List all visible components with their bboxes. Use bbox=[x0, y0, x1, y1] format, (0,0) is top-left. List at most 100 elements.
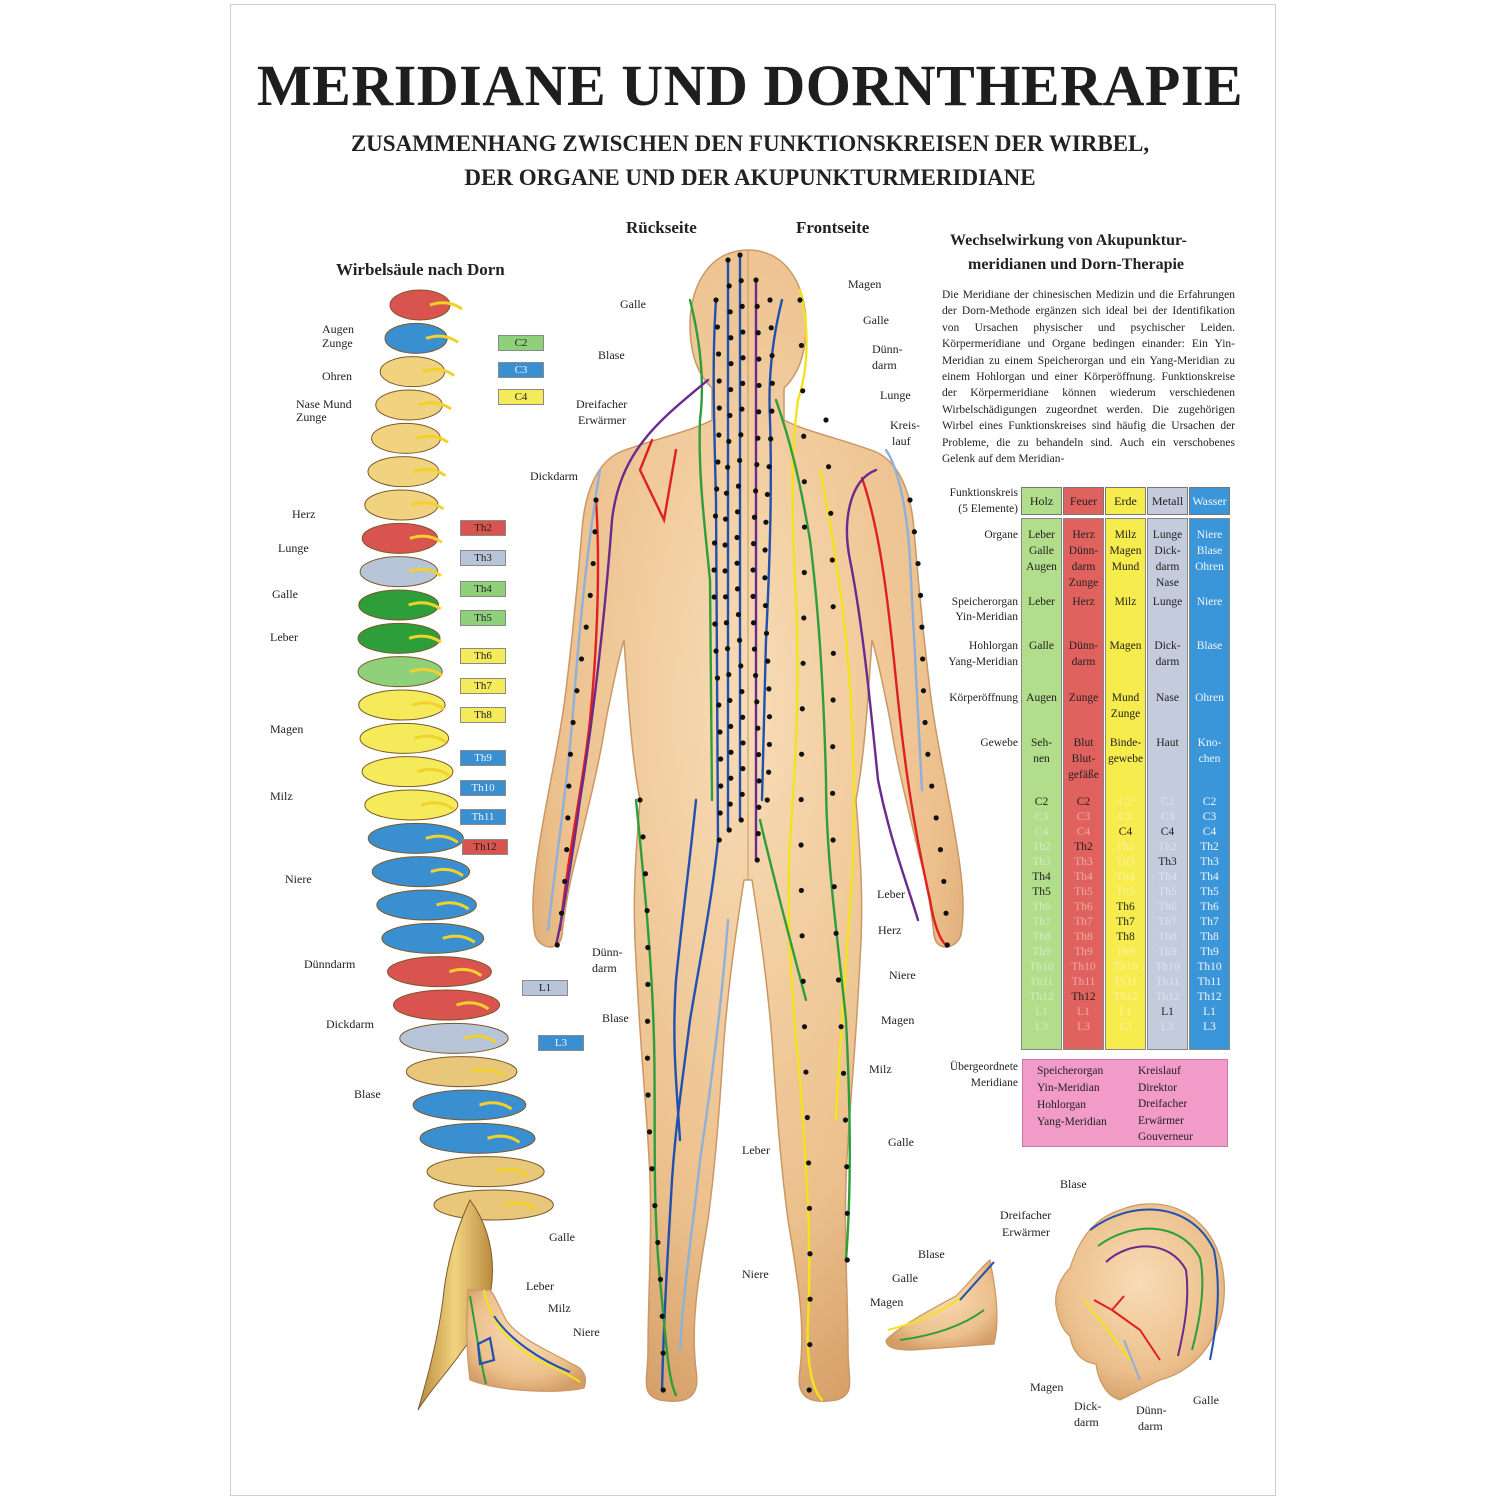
acupoint bbox=[565, 815, 571, 821]
vertebra-body bbox=[405, 1056, 518, 1088]
cell-vertebra: C4 bbox=[1202, 826, 1217, 838]
cell-gewebe: Seh- bbox=[1030, 737, 1053, 749]
acupoint bbox=[726, 438, 732, 444]
vertebra-tag-th3: Th3 bbox=[460, 550, 506, 566]
acupoint bbox=[750, 593, 756, 599]
acupoint bbox=[831, 884, 837, 890]
acupoint bbox=[768, 436, 774, 442]
cell-organe: Ohren bbox=[1195, 561, 1224, 573]
acupoint bbox=[738, 432, 744, 438]
acupoint bbox=[799, 751, 805, 757]
acupoint bbox=[566, 783, 572, 789]
acupoint bbox=[801, 569, 807, 576]
cell-vertebra: Th5 bbox=[1116, 886, 1135, 898]
acupoint bbox=[806, 1205, 813, 1211]
cell-vertebra: Th7 bbox=[1074, 916, 1093, 928]
cell-organe: Mund bbox=[1111, 561, 1140, 573]
spine-label-galle: Galle bbox=[272, 587, 298, 601]
acupoint bbox=[722, 516, 729, 522]
body-label-galle-4: Galle bbox=[888, 1135, 914, 1149]
nerve-root bbox=[436, 901, 470, 911]
acupoint bbox=[558, 910, 565, 916]
acupoint bbox=[933, 815, 939, 821]
vertebra-body bbox=[371, 422, 441, 454]
head-illustration bbox=[1055, 1203, 1225, 1401]
acupoint bbox=[830, 790, 836, 796]
cell-gewebe: gefäße bbox=[1068, 769, 1099, 781]
acupoint-dots bbox=[554, 252, 950, 1393]
foot-left-illustration bbox=[466, 1289, 587, 1392]
spine-label-leber: Leber bbox=[270, 630, 298, 644]
acupoint bbox=[756, 409, 762, 415]
acupoint bbox=[736, 637, 743, 643]
superior-right-item: Direktor bbox=[1138, 1081, 1177, 1094]
cell-vertebra: Th12 bbox=[1029, 991, 1054, 1003]
acupoint bbox=[740, 380, 746, 387]
vertebra-body bbox=[399, 1022, 509, 1054]
acupoint bbox=[726, 827, 732, 833]
cell-oeffnung: Mund bbox=[1111, 692, 1140, 704]
acupoint bbox=[735, 483, 742, 489]
body-label-duenndarm2-a: Dünn- bbox=[872, 342, 903, 356]
cell-vertebra: L1 bbox=[1161, 1006, 1174, 1018]
acupoint bbox=[752, 672, 759, 679]
cell-vertebra: C2 bbox=[1034, 796, 1049, 808]
nerve-root bbox=[463, 1034, 497, 1044]
cell-vertebra: L3 bbox=[1077, 1021, 1090, 1033]
acupoint bbox=[830, 697, 836, 703]
acupoint bbox=[920, 656, 926, 662]
cell-oeffnung: Nase bbox=[1156, 692, 1179, 704]
acupoint bbox=[754, 461, 760, 468]
body-label-duenndarm2-b: darm bbox=[872, 358, 897, 372]
acupoint bbox=[644, 1018, 651, 1024]
acupoint bbox=[929, 783, 935, 789]
cell-vertebra: L1 bbox=[1203, 1006, 1216, 1018]
vertebra-body bbox=[358, 689, 446, 721]
acupoint bbox=[769, 380, 775, 386]
cell-oeffnung: Zunge bbox=[1068, 692, 1099, 704]
vertebra-body bbox=[367, 456, 440, 488]
acupoint bbox=[800, 978, 806, 984]
cell-organe: Galle bbox=[1029, 545, 1054, 557]
vertebra-tag-th7: Th7 bbox=[460, 678, 506, 694]
acupoint bbox=[642, 871, 649, 877]
vertebra-body bbox=[361, 522, 439, 554]
meridian-lines bbox=[546, 253, 948, 1402]
cell-hohl: darm bbox=[1071, 656, 1096, 668]
acupoint bbox=[750, 567, 756, 573]
cell-vertebra: Th4 bbox=[1074, 871, 1093, 883]
vertebra-body bbox=[384, 322, 448, 354]
row-label-organe: Organe bbox=[984, 529, 1018, 541]
head-label-duenndarm-a: Dünn- bbox=[1136, 1403, 1167, 1417]
vertebra-tag-th12: Th12 bbox=[462, 839, 508, 855]
acupoint bbox=[807, 1341, 813, 1348]
vertebra-body bbox=[389, 289, 451, 321]
cell-vertebra: Th11 bbox=[1071, 976, 1096, 988]
vertebra-tag-l3: L3 bbox=[538, 1035, 584, 1051]
nerve-root bbox=[410, 501, 445, 511]
cell-vertebra: C2 bbox=[1160, 796, 1175, 808]
vertebra-body bbox=[364, 489, 439, 521]
acupoint bbox=[806, 1387, 812, 1393]
acupoint bbox=[805, 1160, 812, 1166]
vertebra-tag-th8: Th8 bbox=[460, 707, 506, 723]
cell-vertebra: L3 bbox=[1035, 1021, 1048, 1033]
acupoint bbox=[657, 1276, 664, 1282]
cell-vertebra: C3 bbox=[1034, 811, 1049, 823]
cell-vertebra: Th10 bbox=[1113, 961, 1138, 973]
acupoint bbox=[740, 355, 746, 361]
vertebra-body bbox=[359, 722, 450, 754]
cell-vertebra: Th5 bbox=[1200, 886, 1219, 898]
acupoint bbox=[762, 575, 768, 581]
head-label-magen: Magen bbox=[1030, 1380, 1064, 1394]
acupoint bbox=[754, 699, 760, 705]
subtitle-line-2: DER ORGANE UND DER AKUPUNKTURMERIDIANE bbox=[464, 165, 1036, 190]
vertebra-body bbox=[357, 656, 443, 688]
body-label-niere-1: Niere bbox=[742, 1267, 769, 1281]
acupoint bbox=[915, 560, 921, 567]
cell-vertebra: Th4 bbox=[1032, 871, 1051, 883]
vertebra-tag-l1: L1 bbox=[522, 980, 568, 996]
spine-label-dickdarm: Dickdarm bbox=[326, 1017, 374, 1031]
head-label-dickdarm-b: darm bbox=[1074, 1415, 1099, 1429]
acupoint bbox=[660, 1387, 666, 1393]
